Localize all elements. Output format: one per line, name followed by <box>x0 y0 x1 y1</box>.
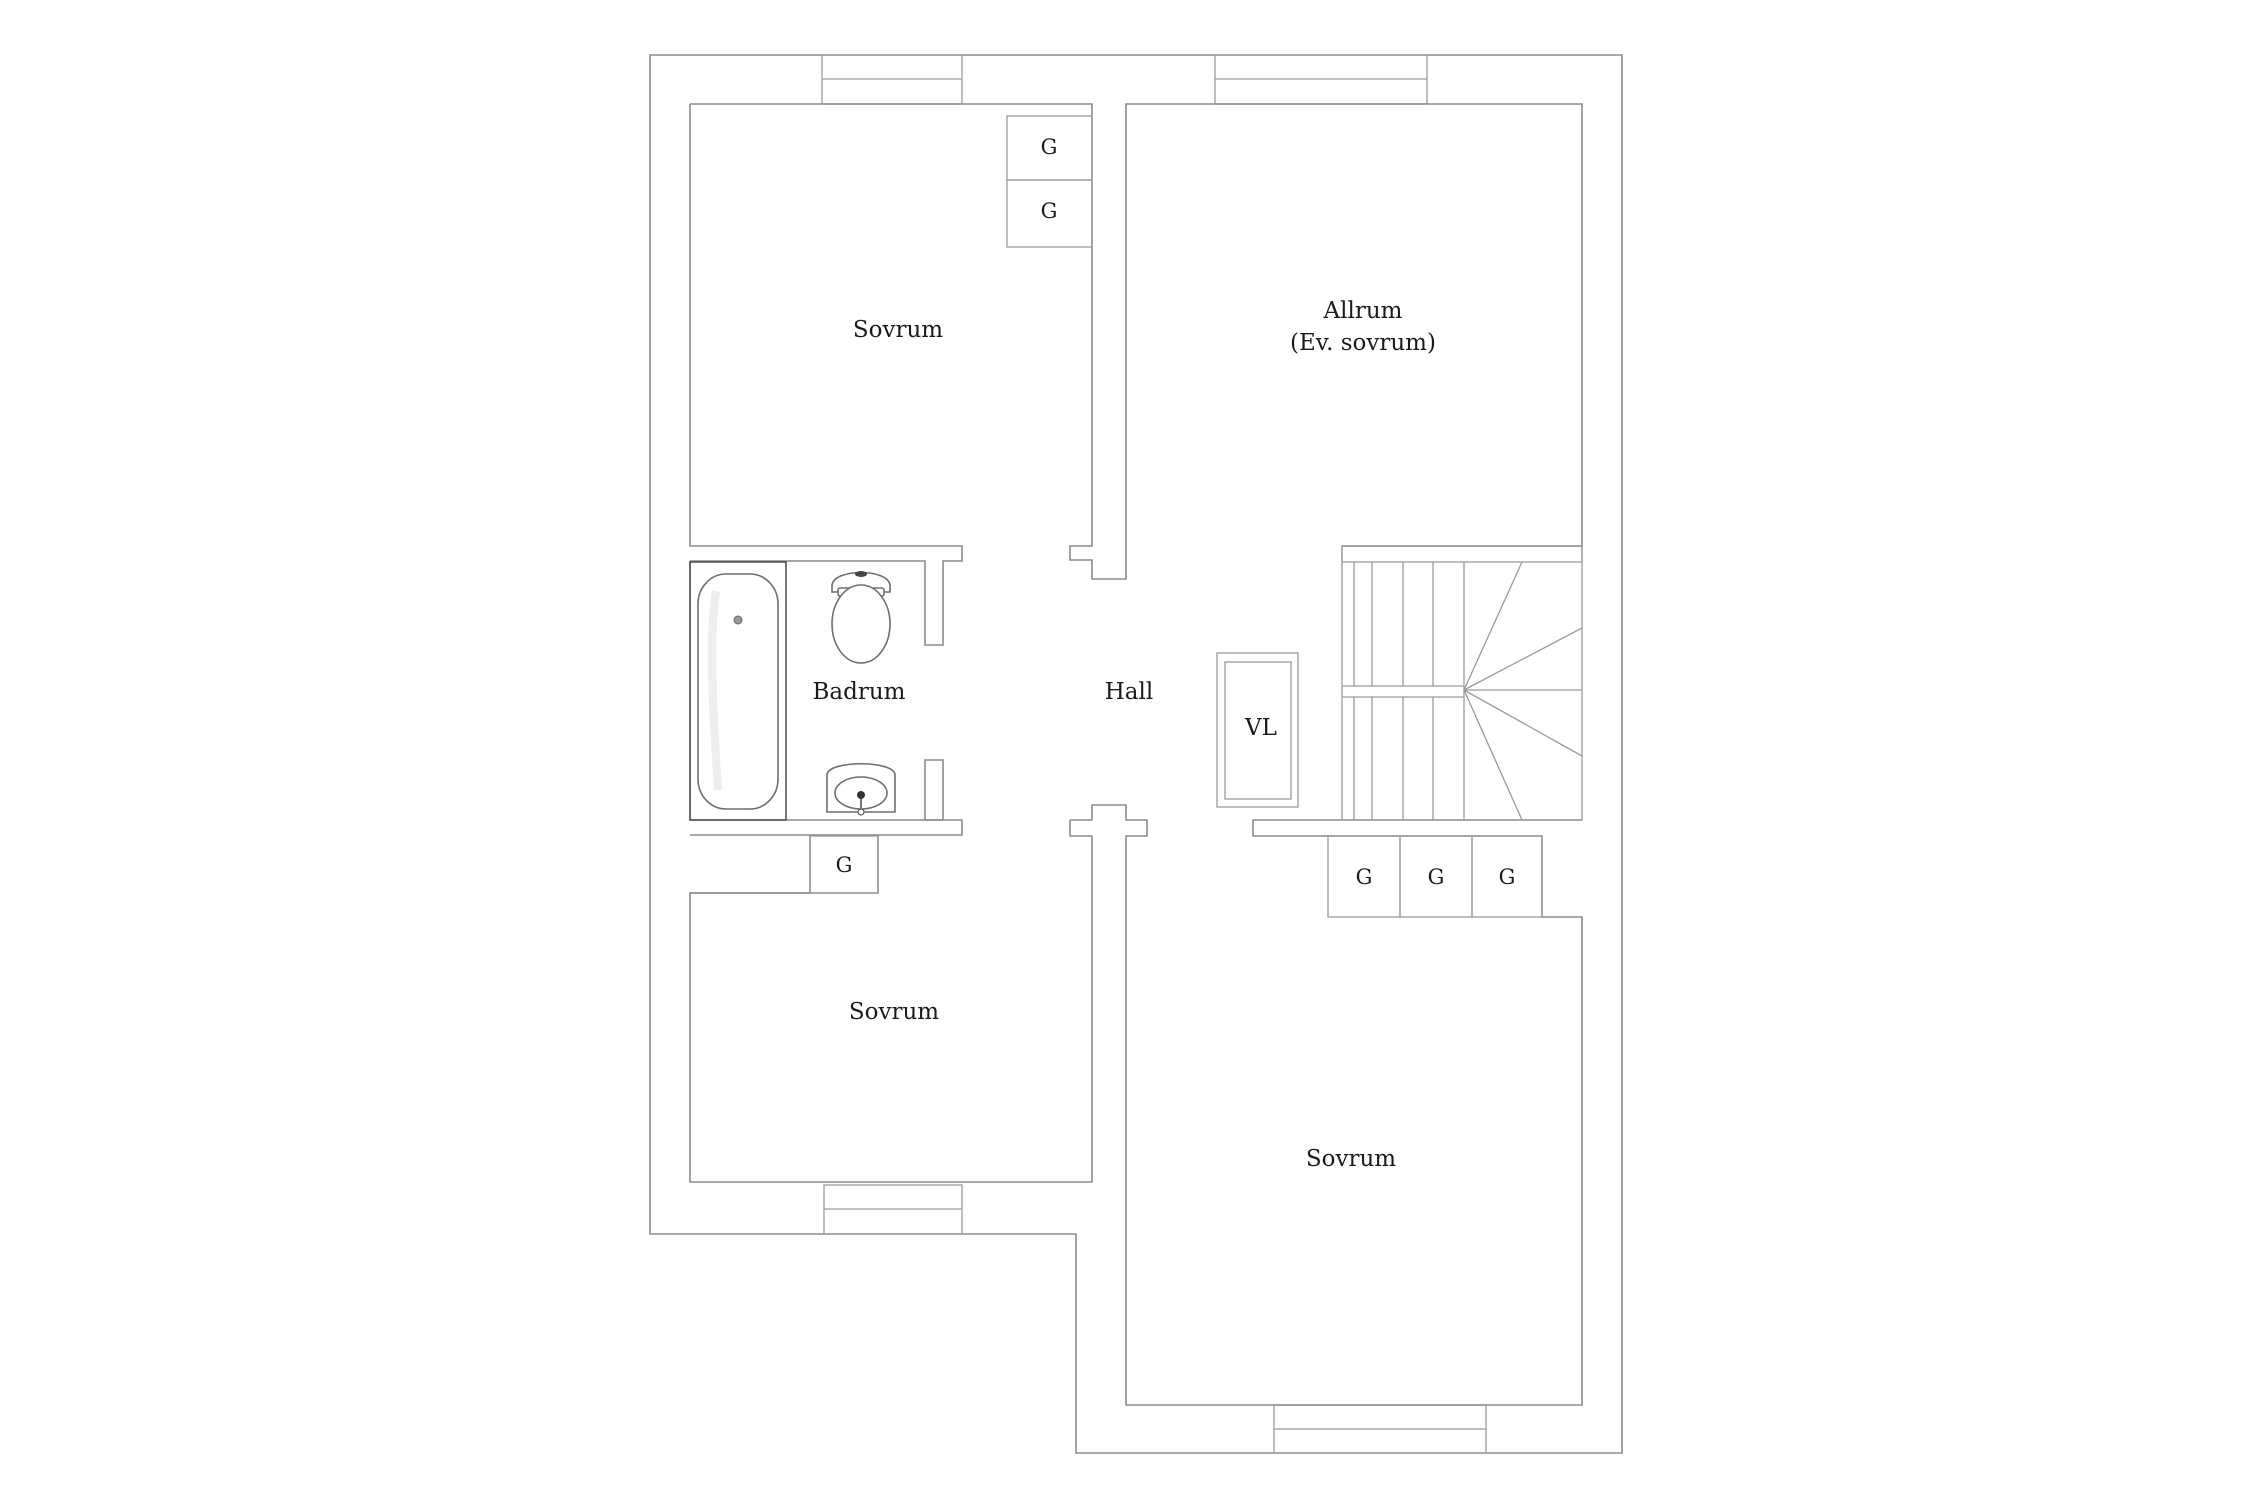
closet-top-2-label: G <box>1041 199 1058 223</box>
toilet <box>831 571 891 664</box>
vl-unit <box>1216 652 1299 808</box>
closet-top-2 <box>1006 179 1093 248</box>
closets-top: G G <box>1006 115 1093 248</box>
closet-right-2-label: G <box>1428 865 1445 889</box>
room-labels: Sovrum Allrum (Ev. sovrum) Badrum Hall V… <box>813 298 1436 1172</box>
exterior-wall <box>649 54 1623 1454</box>
room-label-hall: Hall <box>1105 679 1153 705</box>
sink <box>826 762 896 816</box>
closet-bath-label: G <box>836 853 853 877</box>
bathtub <box>689 561 787 821</box>
staircase <box>1341 545 1583 821</box>
closet-right-3 <box>1471 835 1543 918</box>
window-top-right <box>1214 54 1428 105</box>
room-label-sovrum-top-left: Sovrum <box>853 317 943 343</box>
closets-right: G G G <box>1327 835 1543 918</box>
closet-right-3-label: G <box>1499 865 1516 889</box>
room-label-badrum: Badrum <box>813 679 906 705</box>
room-label-allrum-note: (Ev. sovrum) <box>1290 330 1436 356</box>
window-bottom-left <box>823 1184 963 1235</box>
interior-walls <box>689 103 1583 1406</box>
window-top-left <box>821 54 963 105</box>
room-label-sovrum-bottom-right: Sovrum <box>1306 1146 1396 1172</box>
room-label-allrum: Allrum <box>1323 298 1403 324</box>
closet-bath-below: G <box>809 835 879 894</box>
closet-right-1-label: G <box>1356 865 1373 889</box>
closet-top-1-label: G <box>1041 135 1058 159</box>
room-label-sovrum-bottom-left: Sovrum <box>849 999 939 1025</box>
room-label-vl: VL <box>1244 715 1277 741</box>
windows <box>821 54 1487 1454</box>
window-bottom-right <box>1273 1404 1487 1454</box>
